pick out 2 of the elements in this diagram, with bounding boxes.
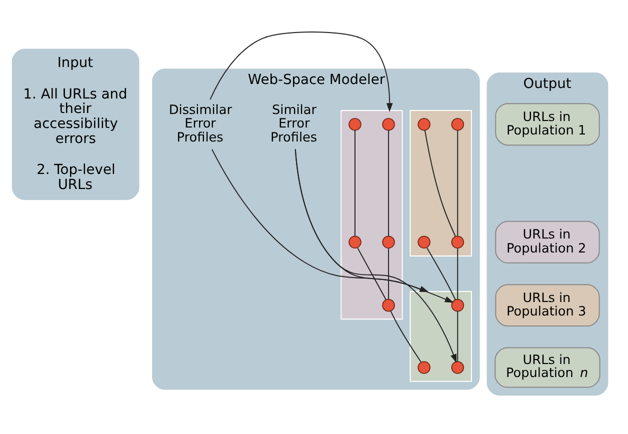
node-text: Similar Error Profiles (270, 102, 318, 146)
node-text: Dissimilar Error Profiles (168, 102, 232, 146)
